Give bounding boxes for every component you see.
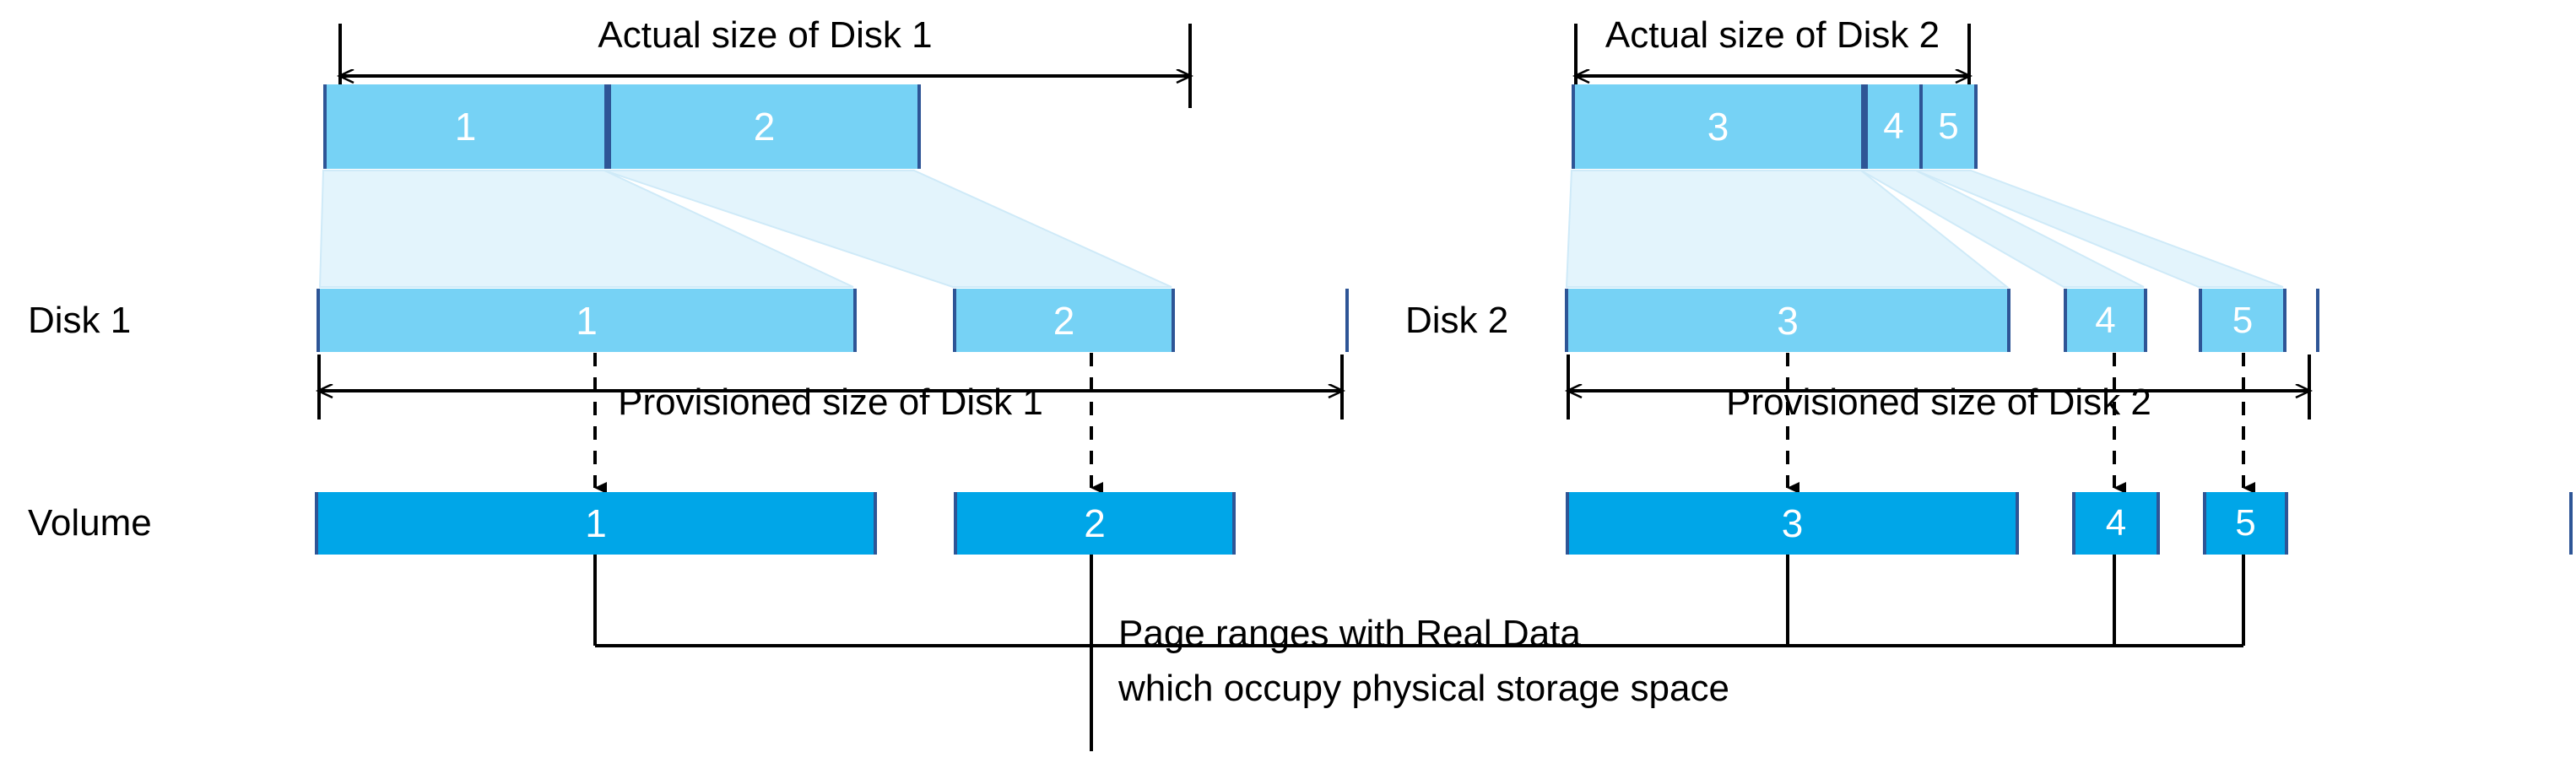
volume-gap-1[interactable] <box>874 492 957 555</box>
actual-disk2-segment-4[interactable]: 4 <box>1864 84 1923 169</box>
disk2-row-segment-3-label: 3 <box>1777 298 1799 343</box>
real-data-note-line1: Page ranges with Real Data <box>1118 613 1581 654</box>
actual-disk1-segment-1-label: 1 <box>454 105 477 149</box>
disk1-row-segment-1[interactable]: 1 <box>317 289 857 352</box>
disk1-row-segment-2[interactable]: 2 <box>953 289 1175 352</box>
actual-disk1-bar: 1 2 <box>323 84 921 169</box>
projection-disk2 <box>1565 170 2284 288</box>
actual-disk2-segment-3-label: 3 <box>1707 105 1729 149</box>
volume-segment-3-label: 3 <box>1781 501 1804 545</box>
volume-gap-4[interactable] <box>2157 492 2206 555</box>
disk2-row-segment-4-label: 4 <box>2095 299 2116 341</box>
volume-segment-5-label: 5 <box>2235 502 2256 544</box>
disk1-row-gap-2[interactable] <box>1172 289 1349 352</box>
actual-disk1-segment-1[interactable]: 1 <box>323 84 608 169</box>
disk1-row-segment-2-label: 2 <box>1053 298 1075 343</box>
actual-disk2-segment-3[interactable]: 3 <box>1572 84 1864 169</box>
actual-disk2-segment-5-label: 5 <box>1938 106 1959 147</box>
volume-gap-2[interactable] <box>1232 492 1569 555</box>
disk2-row-gap-3[interactable] <box>2283 289 2319 352</box>
row-label-disk2: Disk 2 <box>1405 300 1509 341</box>
volume-segment-1[interactable]: 1 <box>315 492 877 555</box>
volume-segment-4-label: 4 <box>2105 502 2127 544</box>
actual-disk2-segment-4-label: 4 <box>1883 106 1904 147</box>
disk2-row-gap-2[interactable] <box>2144 289 2202 352</box>
volume-segment-3[interactable]: 3 <box>1566 492 2019 555</box>
actual-disk2-segment-5[interactable]: 5 <box>1919 84 1978 169</box>
projection-disk1 <box>318 170 1172 288</box>
disk1-row-gap-1[interactable] <box>853 289 956 352</box>
disk1-row-bar: 1 2 <box>317 289 1349 352</box>
caption-provisioned-disk2: Provisioned size of Disk 2 <box>1726 382 2151 423</box>
volume-row-bar: 1 2 3 4 5 <box>315 492 2573 555</box>
volume-gap-5[interactable] <box>2285 492 2573 555</box>
caption-actual-disk2: Actual size of Disk 2 <box>1605 14 1940 56</box>
disk2-row-segment-4[interactable]: 4 <box>2064 289 2147 352</box>
caption-actual-disk1: Actual size of Disk 1 <box>598 14 933 56</box>
volume-segment-5[interactable]: 5 <box>2203 492 2288 555</box>
volume-segment-2[interactable]: 2 <box>954 492 1236 555</box>
disk1-row-segment-1-label: 1 <box>576 298 598 343</box>
volume-gap-3[interactable] <box>2016 492 2075 555</box>
volume-segment-1-label: 1 <box>585 501 607 545</box>
actual-disk1-segment-2[interactable]: 2 <box>608 84 921 169</box>
volume-segment-2-label: 2 <box>1084 501 1106 545</box>
disk2-row-segment-5-label: 5 <box>2232 299 2254 341</box>
volume-segment-4[interactable]: 4 <box>2072 492 2160 555</box>
disk2-row-segment-3[interactable]: 3 <box>1565 289 2010 352</box>
actual-disk1-segment-2-label: 2 <box>753 105 776 149</box>
row-label-volume: Volume <box>28 502 152 544</box>
disk2-row-gap-1[interactable] <box>2007 289 2067 352</box>
caption-provisioned-disk1: Provisioned size of Disk 1 <box>618 382 1043 423</box>
disk2-row-bar: 3 4 5 <box>1565 289 2319 352</box>
real-data-note-line2: which occupy physical storage space <box>1118 668 1729 709</box>
actual-disk2-bar: 3 4 5 <box>1572 84 1978 169</box>
row-label-disk1: Disk 1 <box>28 300 132 341</box>
disk2-row-segment-5[interactable]: 5 <box>2199 289 2286 352</box>
